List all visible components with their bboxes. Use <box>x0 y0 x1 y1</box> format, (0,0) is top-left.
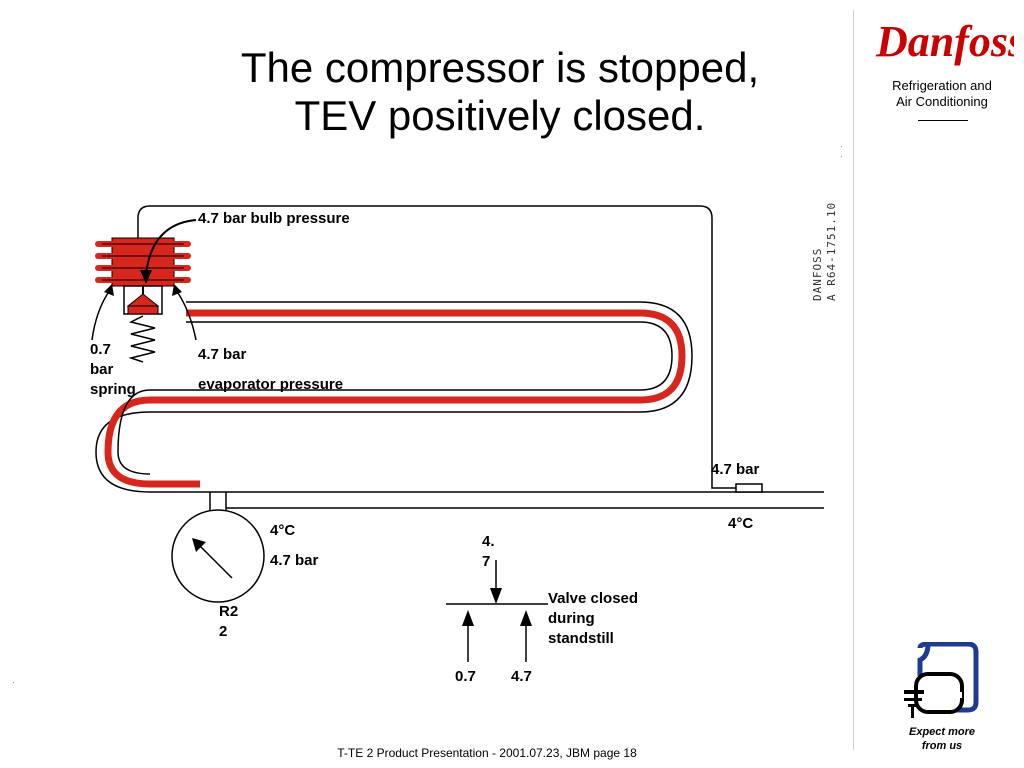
sidebar-divider <box>853 10 854 750</box>
evaporator-liquid-band <box>104 309 686 488</box>
bulb-pressure-arrow <box>145 219 197 275</box>
valve-state-line-1: Valve closed <box>548 590 639 607</box>
compressor-icon <box>904 642 979 718</box>
bulb-icon <box>735 483 763 493</box>
spring-label: 0.7 bar spring <box>90 340 136 400</box>
slide-footer: T-TE 2 Product Presentation - 2001.07.23… <box>337 746 637 760</box>
line-conditions-label: 4°C 4.7 bar <box>270 516 318 576</box>
slide-title: The compressor is stopped, TEV positivel… <box>160 44 840 140</box>
closing-pressure-line-2: 7 <box>482 553 491 570</box>
tagline-underline <box>918 120 968 121</box>
spring-label-line-3: spring <box>90 381 136 398</box>
capillary-tube <box>137 205 736 489</box>
evaporator-tube-outer <box>95 301 824 493</box>
gauge-icon <box>171 509 265 603</box>
valve-state-label: Valve closed during standstill <box>548 589 638 649</box>
brand-tagline: Refrigeration and Air Conditioning <box>864 78 1020 110</box>
valve-state-line-3: standstill <box>548 630 614 647</box>
bulb-pressure-label: 4.7 bar bulb pressure <box>198 210 350 227</box>
spring-label-line-1: 0.7 <box>90 341 111 358</box>
evaporator-label-line-2: evaporator pressure <box>198 376 344 393</box>
spring-icon <box>128 315 156 363</box>
corner-mark: · <box>12 678 15 687</box>
line-bar-label: 4.7 bar <box>270 552 319 569</box>
closing-pressure-label: 4. 7 <box>482 532 495 572</box>
valve-state-line-2: during <box>548 610 595 627</box>
danfoss-logo: Danfoss <box>875 17 1014 66</box>
gauge-needle <box>197 543 233 579</box>
slide-title-line-2: TEV positively closed. <box>294 92 706 139</box>
refrigerant-label-line-1: R2 <box>219 603 239 620</box>
brand-slogan: Expect more from us <box>890 725 994 753</box>
spring-label-line-2: bar <box>90 361 114 378</box>
tagline-line-1: Refrigeration and <box>892 78 992 93</box>
tagline-line-2: Air Conditioning <box>896 94 988 109</box>
sidebar-marks: ·· <box>840 142 843 161</box>
evaporator-force-value: 4.7 <box>511 668 532 685</box>
spring-force-arrow <box>91 289 111 341</box>
evaporator-label-line-1: 4.7 bar <box>198 346 247 363</box>
slide-title-line-1: The compressor is stopped, <box>240 44 760 91</box>
line-temp-label: 4°C <box>270 522 296 539</box>
refrigerant-label: R2 2 <box>219 602 238 642</box>
valve-head <box>95 237 191 315</box>
closing-pressure-line-1: 4. <box>482 533 495 550</box>
evaporator-tube-inner <box>117 321 673 475</box>
evaporator-pressure-label: 4.7 bar evaporator pressure <box>198 340 343 400</box>
danfoss-logo-text: Danfoss <box>875 17 1014 66</box>
bulb-temp-label: 4°C <box>728 515 754 532</box>
slogan-line-1: Expect more <box>908 726 976 738</box>
refrigerant-label-line-2: 2 <box>219 623 228 640</box>
tev-diagram <box>91 205 824 662</box>
spring-force-value: 0.7 <box>455 668 476 685</box>
bulb-bar-label: 4.7 bar <box>711 461 760 478</box>
slogan-line-2: from us <box>921 740 963 752</box>
